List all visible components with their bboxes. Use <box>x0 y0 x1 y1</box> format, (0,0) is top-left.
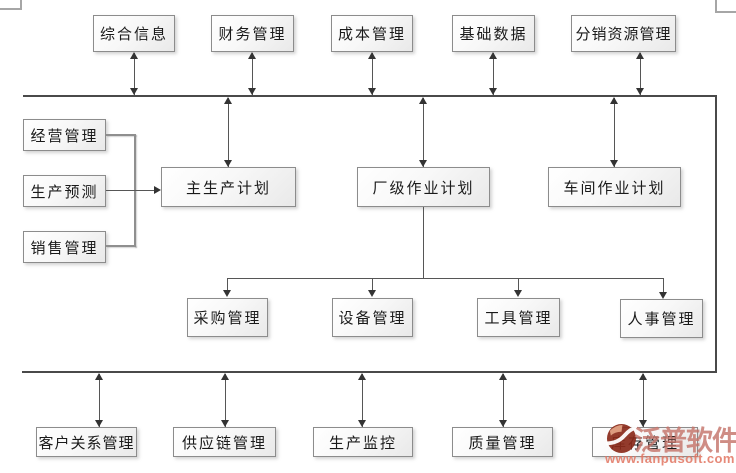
arrowhead-down-icon <box>659 292 667 299</box>
node-basic-data: 基础数据 <box>452 15 535 52</box>
node-tool-management: 工具管理 <box>477 298 560 337</box>
arrowhead-down-icon <box>358 420 366 427</box>
connector-line <box>225 374 226 427</box>
connector-line <box>423 98 424 167</box>
node-finance-management: 财务管理 <box>211 15 294 52</box>
arrowhead-down-icon <box>636 88 644 95</box>
arrowhead-down-icon <box>489 88 497 95</box>
clipped-box-artifact-top-right <box>715 0 736 13</box>
arrowhead-down-icon <box>223 290 231 297</box>
node-production-monitoring: 生产监控 <box>313 427 413 457</box>
node-hr-management: 人事管理 <box>620 299 703 338</box>
node-production-forecast: 生产预测 <box>23 175 106 207</box>
node-customer-relationship-management: 客户关系管理 <box>36 427 137 457</box>
node-cost-management: 成本管理 <box>331 15 413 52</box>
arrowhead-down-icon <box>499 420 507 427</box>
connector-line <box>643 374 644 427</box>
node-procurement-management: 采购管理 <box>187 298 268 337</box>
connector-line <box>228 98 229 167</box>
connector-line <box>614 98 615 167</box>
arrowhead-up-icon <box>248 52 256 59</box>
connector-line <box>423 207 424 279</box>
arrowhead-down-icon <box>368 88 376 95</box>
connector-line <box>493 53 494 95</box>
connector-line <box>640 53 641 95</box>
arrowhead-down-icon <box>610 160 618 167</box>
node-sales-management: 销售管理 <box>23 231 106 263</box>
arrowhead-up-icon <box>221 373 229 380</box>
bottom-bus-line <box>22 371 717 373</box>
node-workshop-operation-plan: 车间作业计划 <box>548 167 681 207</box>
arrowhead-down-icon <box>130 88 138 95</box>
connector-line <box>106 245 136 247</box>
arrowhead-up-icon <box>419 97 427 104</box>
arrowhead-down-icon <box>224 160 232 167</box>
arrowhead-up-icon <box>368 52 376 59</box>
arrowhead-down-icon <box>95 420 103 427</box>
connector-line <box>663 278 664 293</box>
connector-line <box>134 53 135 95</box>
node-business-management: 经营管理 <box>23 119 106 151</box>
arrowhead-up-icon <box>499 373 507 380</box>
node-comprehensive-information: 综合信息 <box>93 15 175 52</box>
node-master-production-plan: 主生产计划 <box>161 167 296 207</box>
node-distribution-resource-management: 分销资源管理 <box>571 15 676 52</box>
connector-line <box>106 190 155 191</box>
top-bus-line <box>23 95 717 97</box>
arrowhead-down-icon <box>514 290 522 297</box>
node-supply-chain-management: 供应链管理 <box>173 427 276 457</box>
connector-line <box>106 134 136 136</box>
arrowhead-up-icon <box>610 97 618 104</box>
arrowhead-up-icon <box>636 52 644 59</box>
connector-line <box>518 278 519 291</box>
connector-line <box>503 374 504 427</box>
arrowhead-down-icon <box>419 160 427 167</box>
connector-line <box>227 278 664 279</box>
connector-line <box>252 53 253 95</box>
clipped-box-artifact-top-left <box>0 0 22 10</box>
node-equipment-management: 设备管理 <box>332 298 413 337</box>
arrowhead-up-icon <box>489 52 497 59</box>
node-inventory-management: 库存管理 <box>592 427 698 457</box>
arrowhead-down-icon <box>639 420 647 427</box>
connector-line <box>362 374 363 427</box>
right-bus-line <box>715 95 717 373</box>
arrowhead-right-icon <box>154 186 161 194</box>
arrowhead-down-icon <box>368 290 376 297</box>
node-quality-management: 质量管理 <box>452 427 553 457</box>
arrowhead-up-icon <box>95 373 103 380</box>
connector-line <box>372 278 373 291</box>
arrowhead-up-icon <box>130 52 138 59</box>
arrowhead-up-icon <box>224 97 232 104</box>
arrowhead-down-icon <box>248 88 256 95</box>
connector-line <box>227 278 228 291</box>
node-factory-operation-plan: 厂级作业计划 <box>357 167 490 207</box>
connector-line <box>99 374 100 427</box>
arrowhead-up-icon <box>358 373 366 380</box>
connector-line <box>372 53 373 95</box>
arrowhead-up-icon <box>639 373 647 380</box>
arrowhead-down-icon <box>221 420 229 427</box>
